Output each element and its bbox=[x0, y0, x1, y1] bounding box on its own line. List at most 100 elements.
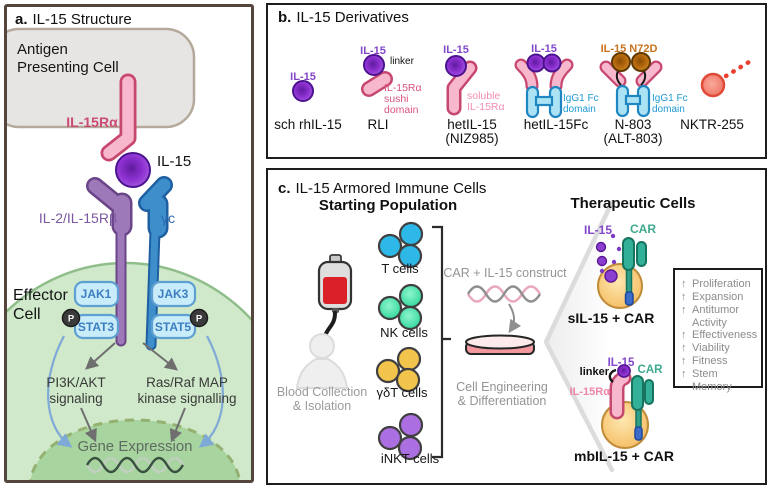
apc-label-line1: Antigen bbox=[17, 41, 68, 58]
apc-label-line2: Presenting Cell bbox=[17, 59, 119, 76]
derivative-name-2: (NIZ985) bbox=[445, 131, 498, 146]
person-silhouette-icon bbox=[295, 333, 349, 389]
il15-n72d-ligand bbox=[631, 52, 651, 72]
mb-linker-label: linker bbox=[580, 366, 610, 378]
gdtcell-label: γδT cells bbox=[376, 385, 428, 400]
up-arrow-icon: ↑ bbox=[681, 342, 687, 355]
panel-a-letter: a. bbox=[15, 11, 28, 28]
phospho-right: P bbox=[189, 308, 209, 328]
panel-c-armored-immune-cells: c.IL-15 Armored Immune Cells Starting Po… bbox=[266, 168, 767, 485]
mb-il15-ligand bbox=[617, 364, 631, 378]
il15-ligand bbox=[363, 54, 385, 76]
il15-label: IL-15 bbox=[157, 153, 191, 170]
therapeutic-cells-header: Therapeutic Cells bbox=[570, 195, 695, 212]
signaling-arrows bbox=[80, 342, 186, 443]
derivative-n803: IL-15 N72D IgG1 Fc bbox=[599, 43, 688, 146]
gamma-c-label: γc bbox=[161, 210, 175, 226]
il15-ligand bbox=[115, 152, 151, 188]
cell-group-bracket bbox=[432, 225, 451, 459]
il15-ligand bbox=[292, 80, 314, 102]
linker-label: linker bbox=[390, 56, 415, 67]
il15-ligand bbox=[526, 53, 546, 73]
pi3k-label-line2: signaling bbox=[49, 391, 102, 406]
benefit-item: ↑Fitness bbox=[681, 355, 728, 368]
igg1-label-1: IgG1 Fc bbox=[652, 93, 688, 104]
phospho-left: P bbox=[61, 308, 81, 328]
up-arrow-icon: ↑ bbox=[681, 290, 687, 303]
igg1-label-2: domain bbox=[563, 104, 596, 115]
svg-text:P: P bbox=[68, 314, 75, 325]
svg-text:IL-15: IL-15 bbox=[531, 43, 557, 55]
panel-b-title: b.IL-15 Derivatives bbox=[278, 9, 409, 26]
soluble-il15ra-label-2: IL-15Rα bbox=[467, 101, 505, 113]
tcell-cluster bbox=[377, 221, 424, 269]
expansion-funnel-edges bbox=[543, 199, 615, 473]
peg-tail bbox=[723, 59, 752, 79]
derivative-name: RLI bbox=[367, 117, 388, 132]
panel-b-il15-derivatives: b.IL-15 Derivatives IL-15 sch rhIL-15 IL… bbox=[266, 3, 767, 159]
gene-expression-label: Gene Expression bbox=[77, 438, 192, 455]
jak-stat-boxes bbox=[73, 280, 197, 340]
il15ra-receptor bbox=[100, 73, 137, 162]
ras-label-line2: kinase signalling bbox=[137, 391, 236, 406]
sushi-domain-label-1: IL-15Rα bbox=[384, 82, 422, 94]
nkcell-label: NK cells bbox=[380, 325, 428, 340]
antigen-presenting-cell-body bbox=[7, 27, 196, 129]
stat-feedback-arrows bbox=[47, 335, 224, 448]
up-arrow-icon: ↑ bbox=[681, 368, 687, 381]
igg1-label-2: domain bbox=[652, 104, 685, 115]
derivative-name-2: (ALT-803) bbox=[603, 131, 662, 146]
construct-label: CAR + IL-15 construct bbox=[443, 266, 567, 280]
up-arrow-icon: ↑ bbox=[681, 329, 687, 342]
svg-text:IL-15: IL-15 bbox=[443, 44, 469, 56]
igg1-label-1: IgG1 Fc bbox=[563, 93, 599, 104]
jak3-label: JAK3 bbox=[158, 287, 189, 301]
derivative-name: hetIL-15 bbox=[447, 117, 497, 132]
benefit-item: ↑Effectiveness bbox=[681, 329, 758, 342]
benefit-item: ↑Antitumor Activity bbox=[681, 303, 740, 329]
nkcell-cluster bbox=[377, 283, 424, 331]
effector-cell-label-line2: Cell bbox=[13, 306, 41, 323]
engineering-label-1: Cell Engineering bbox=[456, 380, 548, 394]
panel-c-title: c.IL-15 Armored Immune Cells bbox=[278, 180, 486, 197]
derivative-hetil15: IL-15 soluble IL-15Rα hetIL-15 (NIZ985) bbox=[443, 44, 504, 146]
il2-il15rb-chain bbox=[86, 177, 133, 347]
panel-a-il15-structure: a.IL-15 Structure Antigen Presenting Cel… bbox=[4, 4, 254, 483]
il15-ligand bbox=[445, 55, 467, 77]
soluble-il15ra-label-1: soluble bbox=[467, 90, 500, 102]
derivative-rli: IL-15 linker IL-15Rα sushi domain RLI bbox=[360, 45, 421, 132]
dna-construct bbox=[466, 285, 542, 303]
igg1-fc-domain bbox=[525, 85, 563, 119]
il15-n72d-ligand bbox=[611, 52, 631, 72]
derivative-name: hetIL-15Fc bbox=[524, 117, 589, 132]
petri-dish-icon bbox=[465, 334, 535, 355]
mb-il15ra-label: IL-15Rα bbox=[570, 386, 611, 398]
nktr-ligand bbox=[700, 72, 726, 98]
panel-b-letter: b. bbox=[278, 9, 291, 26]
panel-a-canvas: a.IL-15 Structure Antigen Presenting Cel… bbox=[7, 11, 251, 480]
sil15-il15-label: IL-15 bbox=[584, 223, 612, 237]
nucleus bbox=[29, 418, 241, 480]
derivative-name: N-803 bbox=[615, 117, 652, 132]
svg-text:IL-15: IL-15 bbox=[290, 71, 316, 83]
transfection-arrow bbox=[508, 303, 522, 334]
secreted-il15-small-dots bbox=[599, 233, 622, 274]
blood-collection-label-2: & Isolation bbox=[293, 399, 351, 413]
svg-text:P: P bbox=[196, 314, 203, 325]
inktcell-label: iNKT cells bbox=[381, 451, 440, 466]
blood-collection-label-1: Blood Collection bbox=[277, 385, 367, 399]
blood-bag-icon bbox=[317, 254, 353, 338]
secreted-il15-dots bbox=[595, 241, 618, 283]
benefit-item: ↑Stem Memory bbox=[681, 368, 732, 393]
effector-cell-label-line1: Effector bbox=[13, 287, 69, 304]
starting-population-header: Starting Population bbox=[319, 197, 457, 214]
benefit-item: ↑Viability bbox=[681, 342, 730, 355]
up-arrow-icon: ↑ bbox=[681, 355, 687, 368]
panel-a-title: a.IL-15 Structure bbox=[15, 11, 132, 28]
derivative-sch-rhil15: IL-15 sch rhIL-15 bbox=[274, 71, 342, 132]
pi3k-label-line1: PI3K/AKT bbox=[46, 375, 105, 390]
sil15-car-label: CAR bbox=[630, 222, 656, 236]
inktcell-cluster bbox=[377, 412, 424, 461]
up-arrow-icon: ↑ bbox=[681, 303, 687, 316]
